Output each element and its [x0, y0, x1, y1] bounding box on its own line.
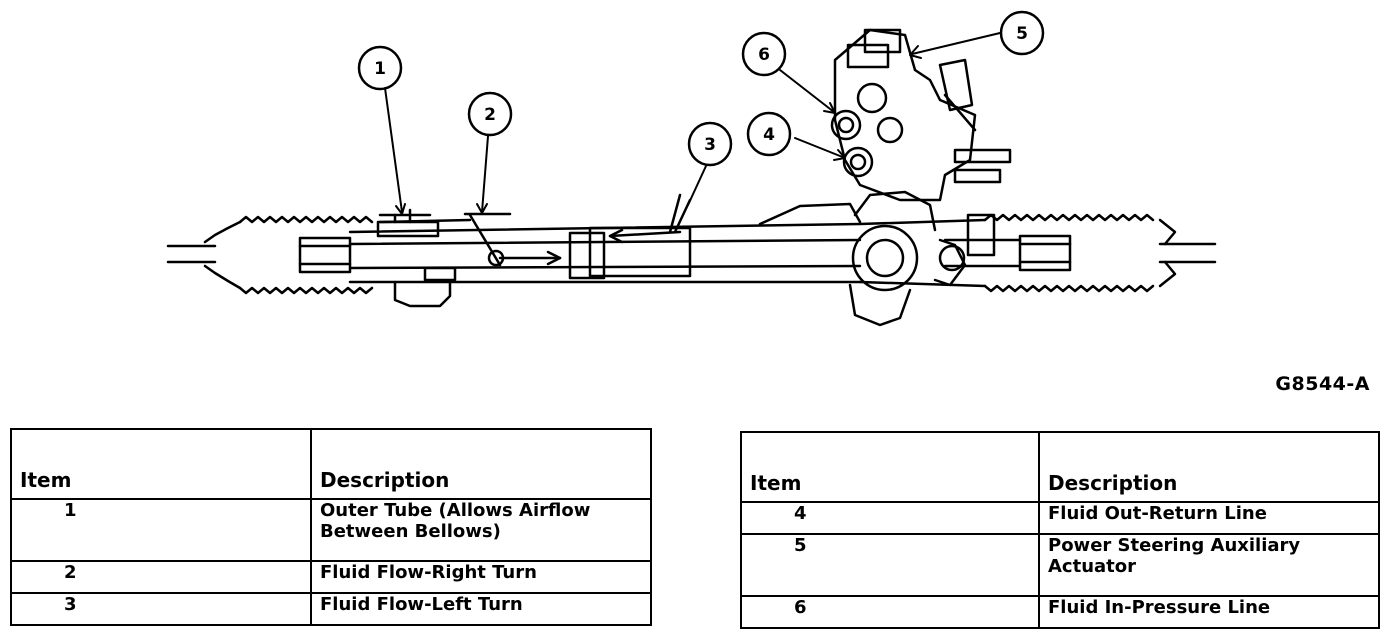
item-number: 4 [740, 501, 1040, 535]
callout-5-circle [999, 10, 1045, 56]
callout-3-label: 3 [704, 135, 716, 155]
steering-gear-diagram: 1 2 3 4 5 6 [166, 10, 1217, 327]
legend-table-right: Item Description 4 Fluid Out-Return Line… [740, 431, 1380, 629]
description-line: Actuator [1048, 556, 1137, 577]
callout-5-label: 5 [1016, 24, 1028, 44]
right-tie-rod [1158, 242, 1217, 264]
legend-table-left: Item Description 1 Outer Tube (Allows Ai… [10, 428, 652, 626]
item-number: 2 [10, 560, 312, 594]
callout-2-label: 2 [484, 105, 496, 125]
description-line: Outer Tube (Allows Airflow [320, 500, 591, 521]
table-row: 2 Fluid Flow-Right Turn [10, 560, 652, 594]
item-description: Fluid Flow-Left Turn [310, 592, 652, 626]
left-bellows [203, 215, 374, 295]
item-header: Item [10, 428, 312, 500]
description-line: Power Steering Auxiliary [1048, 535, 1301, 556]
right-bellows [983, 213, 1177, 293]
description-line: Fluid In-Pressure Line [1048, 597, 1271, 618]
item-number: 1 [10, 498, 312, 562]
description-line: Fluid Flow-Left Turn [320, 594, 523, 615]
item-description: Fluid In-Pressure Line [1038, 595, 1380, 629]
description-header: Description [310, 428, 652, 500]
return-line-fitting [842, 146, 874, 178]
left-tie-rod [166, 244, 217, 264]
description-line: Fluid Out-Return Line [1048, 503, 1267, 524]
table-row: 1 Outer Tube (Allows Airflow Between Bel… [10, 498, 652, 562]
table-row: 3 Fluid Flow-Left Turn [10, 592, 652, 626]
auxiliary-actuator [833, 28, 1012, 202]
item-description: Fluid Out-Return Line [1038, 501, 1380, 535]
item-description: Fluid Flow-Right Turn [310, 560, 652, 594]
callout-1-circle [357, 45, 403, 91]
table-row: 4 Fluid Out-Return Line [740, 501, 1380, 535]
callout-6-label: 6 [758, 45, 770, 65]
callout-4-label: 4 [763, 125, 775, 145]
outer-tube [376, 208, 440, 238]
description-header: Description [1038, 431, 1380, 503]
description-line: Between Bellows) [320, 521, 501, 542]
item-number: 6 [740, 595, 1040, 629]
callout-1-label: 1 [374, 59, 386, 79]
fluid-flow-left-turn [608, 193, 692, 244]
item-header: Item [740, 431, 1040, 503]
item-number: 5 [740, 533, 1040, 597]
item-description: Power Steering Auxiliary Actuator [1038, 533, 1380, 597]
fluid-flow-right-turn [463, 212, 562, 267]
callout-3-circle [687, 121, 733, 167]
table-row: 5 Power Steering Auxiliary Actuator [740, 533, 1380, 597]
callout-2-circle [467, 91, 513, 137]
callout-4-circle [746, 111, 792, 157]
valve-body [848, 190, 967, 327]
legend-header-row: Item Description [10, 428, 652, 500]
leader-lines [384, 32, 1001, 215]
description-line: Fluid Flow-Right Turn [320, 562, 537, 583]
pressure-line-fitting [830, 109, 862, 141]
figure-code: G8544-A [1275, 373, 1370, 395]
legend-header-row: Item Description [740, 431, 1380, 503]
item-number: 3 [10, 592, 312, 626]
callout-6-circle [741, 31, 787, 77]
table-row: 6 Fluid In-Pressure Line [740, 595, 1380, 629]
rack-housing [348, 202, 1022, 308]
item-description: Outer Tube (Allows Airflow Between Bello… [310, 498, 652, 562]
